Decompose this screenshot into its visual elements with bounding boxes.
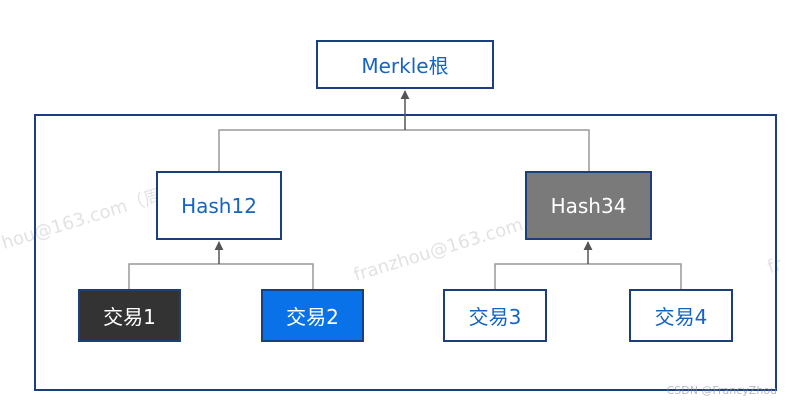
transaction-2-node: 交易2 (261, 289, 364, 342)
merkle-root-node: Merkle根 (316, 40, 494, 89)
hash34-node: Hash34 (525, 171, 652, 240)
transaction-1-node: 交易1 (78, 289, 181, 342)
transaction-3-node: 交易3 (443, 289, 547, 342)
source-credit: CSDN @FrancyZhou (666, 384, 777, 397)
tree-frame (34, 114, 777, 391)
transaction-4-node: 交易4 (629, 289, 733, 342)
hash12-node: Hash12 (156, 171, 282, 240)
